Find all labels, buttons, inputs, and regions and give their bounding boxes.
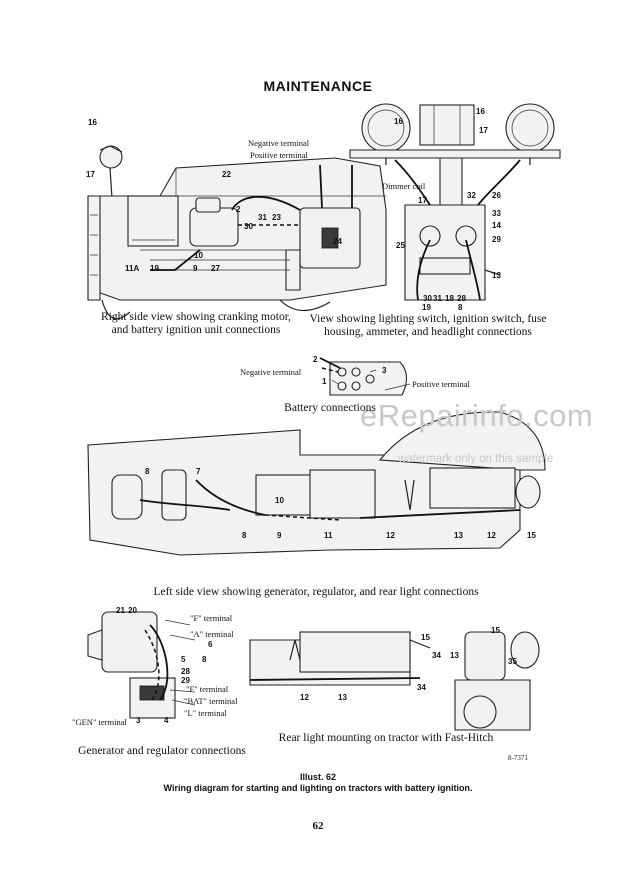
page-heading: MAINTENANCE: [263, 78, 373, 94]
callout: 16: [88, 118, 97, 127]
callout: 27: [211, 264, 220, 273]
callout: 34: [432, 651, 441, 660]
callout: 34: [417, 683, 426, 692]
top-left-negative-terminal-label: Negative terminal: [248, 138, 310, 148]
generator-regulator-drawing: [87, 611, 196, 719]
callout: 1: [322, 377, 327, 386]
callout: 4: [164, 716, 169, 725]
regulator-l-terminal-label: "L" terminal: [184, 708, 227, 718]
callout: 13: [450, 651, 459, 660]
callout: 3: [136, 716, 141, 725]
callout: 10: [275, 496, 284, 505]
callout: 25: [396, 241, 405, 250]
right-side-view-drawing: [87, 145, 387, 320]
callout: 14: [492, 221, 501, 230]
callout: 12: [487, 531, 496, 540]
battery-caption: Battery connections: [284, 402, 376, 414]
caption-line: View showing lighting switch, ignition s…: [309, 313, 547, 325]
callout: 5: [181, 655, 186, 664]
dimmer-coil-label: Dimmer coil: [382, 181, 426, 191]
illustration-number: Illust. 62: [299, 772, 336, 782]
callout: 8: [242, 531, 247, 540]
illustration-caption: Illust. 62 Wiring diagram for starting a…: [0, 772, 636, 794]
rear-light-caption: Rear light mounting on tractor with Fast…: [278, 732, 494, 744]
drawing-code: 8-7371: [508, 754, 528, 762]
generator-a-terminal-label: "A" terminal: [190, 629, 234, 639]
rear-light-drawing: [249, 631, 540, 731]
callout: 12: [386, 531, 395, 540]
callout: 35: [508, 657, 517, 666]
callout: 21: [116, 606, 125, 615]
callout: 18: [445, 294, 454, 303]
top-right-caption: View showing lighting switch, ignition s…: [306, 313, 550, 339]
illustration-description: Wiring diagram for starting and lighting…: [163, 783, 473, 793]
callout: 15: [421, 633, 430, 642]
battery-negative-terminal-label: Negative terminal: [240, 367, 302, 377]
callout: 17: [418, 196, 427, 205]
callout: 26: [492, 191, 501, 200]
callout: 16: [394, 117, 403, 126]
callout: 9: [277, 531, 282, 540]
page-number: 62: [312, 820, 324, 832]
left-side-caption: Left side view showing generator, regula…: [153, 586, 479, 598]
caption-line: Right side view showing cranking motor,: [101, 311, 291, 323]
callout: 22: [222, 170, 231, 179]
callout: 30: [423, 294, 432, 303]
callout: 2: [236, 205, 241, 214]
left-side-view-drawing: [87, 411, 546, 556]
callout: 13: [492, 271, 501, 280]
callout: 17: [479, 126, 488, 135]
callout: 19: [422, 303, 431, 312]
top-left-positive-terminal-label: Positive terminal: [250, 150, 308, 160]
callout: 19: [150, 264, 159, 273]
watermark-brand: eRepairinfo.com: [360, 398, 594, 433]
callout: 31: [433, 294, 442, 303]
callout: 29: [181, 676, 190, 685]
callout: 15: [527, 531, 536, 540]
callout: 7: [196, 467, 201, 476]
callout: 15: [491, 626, 500, 635]
callout: 13: [338, 693, 347, 702]
callout: 6: [208, 640, 213, 649]
regulator-f-terminal-label: "F" terminal: [186, 684, 229, 694]
callout: 8: [145, 467, 150, 476]
callout: 16: [476, 107, 485, 116]
callout: 11: [324, 531, 333, 540]
callout: 3: [382, 366, 387, 375]
generator-caption: Generator and regulator connections: [78, 745, 246, 757]
callout: 13: [454, 531, 463, 540]
callout: 11A: [125, 264, 140, 273]
callout: 23: [272, 213, 281, 222]
callout: 30: [244, 222, 253, 231]
regulator-bat-terminal-label: "BAT" terminal: [184, 696, 238, 706]
callout: 20: [128, 606, 137, 615]
callout: 33: [492, 209, 501, 218]
callout: 29: [492, 235, 501, 244]
callout: 17: [86, 170, 95, 179]
callout: 2: [313, 355, 318, 364]
caption-line: housing, ammeter, and headlight connecti…: [324, 326, 532, 338]
battery-drawing: [319, 357, 411, 396]
watermark-note: watermark only on this sample: [398, 453, 554, 465]
caption-line: and battery ignition unit connections: [111, 324, 281, 336]
top-left-caption: Right side view showing cranking motor, …: [86, 311, 306, 337]
callout: 31: [258, 213, 267, 222]
callout: 32: [467, 191, 476, 200]
callout: 10: [194, 251, 203, 260]
generator-f-terminal-label: "F" terminal: [190, 613, 233, 623]
callout: 8: [202, 655, 207, 664]
callout: 28: [457, 294, 466, 303]
callout: 8: [458, 303, 463, 312]
callout: 12: [300, 693, 309, 702]
lighting-switch-view-drawing: [349, 103, 561, 301]
regulator-gen-terminal-label: "GEN" terminal: [72, 717, 127, 727]
callout: 28: [181, 667, 190, 676]
callout: 9: [193, 264, 198, 273]
battery-positive-terminal-label: Positive terminal: [412, 379, 470, 389]
callout: 24: [333, 237, 342, 246]
